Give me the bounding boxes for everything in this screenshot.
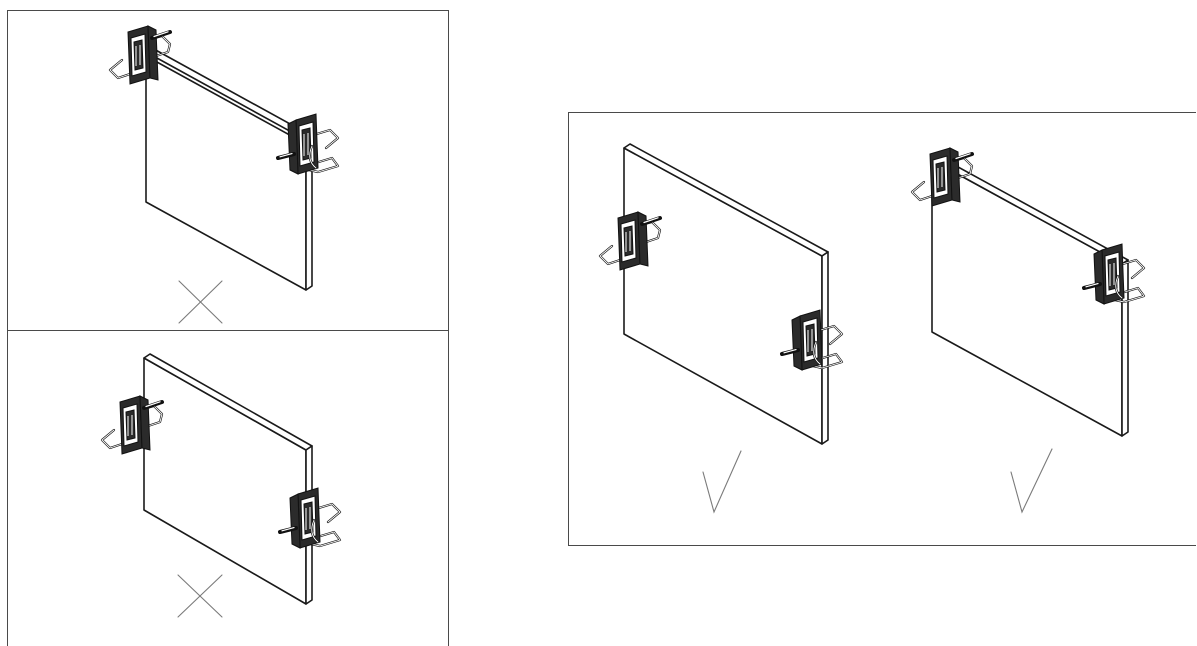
panel: [623, 147, 823, 445]
check-icon: [702, 450, 742, 514]
frame-right: [568, 112, 1196, 546]
frame-bottom-left: [7, 330, 449, 646]
panel-assembly-a: [598, 143, 844, 445]
panel: [931, 159, 1123, 437]
panel-assembly-b: [910, 146, 1146, 437]
cross-icon: [177, 574, 223, 618]
frame-top-left: [7, 10, 449, 331]
check-icon: [1010, 448, 1053, 514]
cross-icon: [178, 280, 223, 324]
panel: [143, 357, 307, 605]
